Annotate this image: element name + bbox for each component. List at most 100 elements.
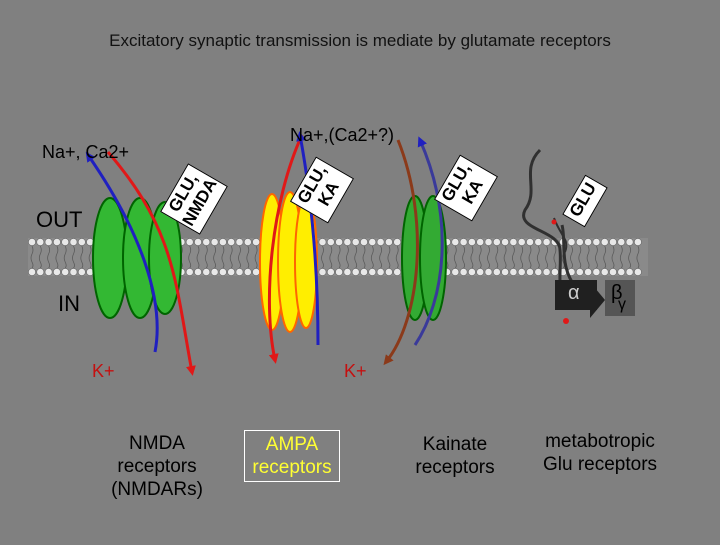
lipid-tail [512,245,515,269]
k-ion-right: K+ [344,361,367,381]
lipid-head [202,268,211,276]
lipid-tail [72,245,75,269]
lipid-head [326,268,335,276]
lipid-tail [30,245,34,269]
in-label: IN [58,291,80,316]
lipid-head [235,238,244,246]
lipid-head [575,268,584,276]
lipid-head [368,268,377,276]
lipid-head [252,238,260,246]
lipid-tail [636,245,640,269]
lipid-tail [196,245,200,269]
lipid-head [335,268,343,276]
lipid-head [501,268,509,276]
lipid-tail [578,245,582,269]
lipid-tail [387,245,391,269]
lipid-tail [55,245,59,269]
kainate-label-line1: Kainate [422,434,488,455]
lipid-head [517,268,526,276]
g-alpha-label: α [568,282,580,304]
lipid-head [451,268,460,276]
lipid-tail [213,245,216,269]
lipid-head [467,268,476,276]
lipid-tail [362,245,366,269]
lipid-head [185,268,194,276]
lipid-head [61,238,70,246]
lipid-tail [495,245,499,269]
lipid-tail [520,245,524,269]
lipid-head [360,238,368,246]
lipid-head [376,268,385,276]
lipid-tail [329,245,333,269]
lipid-head [600,238,609,246]
lipid-head [351,268,360,276]
k-ion-left: K+ [92,361,115,381]
lipid-head [517,238,526,246]
ampa-label-line2: receptors [252,457,332,478]
lipid-head [393,268,402,276]
lipid-head [584,268,592,276]
lipid-head [484,238,493,246]
ampa-ion-label: Na+,(Ca2+?) [290,125,395,145]
lipid-tail [370,245,374,269]
lipid-head [44,268,53,276]
ampa-receptor-label: AMPA receptors [244,430,340,482]
lipid-head [609,268,617,276]
lipid-head [501,238,509,246]
g-beta-label: β [611,282,623,304]
metabotropic-label-line1: metabotropic [545,431,655,452]
lipid-tail [354,245,358,269]
lipid-head [634,238,642,246]
lipid-head [44,238,53,246]
lipid-head [617,238,626,246]
lipid-head [218,238,227,246]
lipid-head [351,238,360,246]
lipid-head [617,268,626,276]
lipid-tail [487,245,490,269]
lipid-head [53,238,61,246]
lipid-tail [88,245,92,269]
lipid-tail [346,245,349,269]
lipid-head [509,238,518,246]
lipid-head [210,268,219,276]
lipid-tail [603,245,607,269]
lipid-head [318,268,327,276]
lipid-head [567,238,576,246]
lipid-head [368,238,377,246]
kainate-receptor-label: Kainate receptors [400,433,510,479]
lipid-head [592,268,601,276]
lipid-head [542,268,551,276]
lipid-head [451,238,460,246]
lipid-head [575,238,584,246]
lipid-head [77,238,86,246]
lipid-head [384,268,393,276]
nmda-receptor [85,151,196,376]
lipid-head [534,268,543,276]
lipid-head [227,238,236,246]
lipid-tail [528,245,532,269]
lipid-tail [536,245,540,269]
slide-title: Excitatory synaptic transmission is medi… [109,31,611,50]
lipid-tail [188,245,192,269]
lipid-head [467,238,476,246]
lipid-head [77,268,86,276]
nmda-label-line2: receptors [117,456,197,477]
lipid-head [526,238,534,246]
nmda-receptor-label: NMDA receptors (NMDARs) [82,432,232,501]
lipid-head [634,268,642,276]
lipid-tail [337,245,341,269]
lipid-tail [628,245,631,269]
lipid-tail [595,245,598,269]
lipid-head [376,238,385,246]
lipid-tail [453,245,457,269]
lipid-tail [221,245,225,269]
lipid-head [36,238,45,246]
ampa-receptor [259,131,320,364]
lipid-tail [254,245,258,269]
lipid-tail [38,245,42,269]
metabotropic-receptor [522,148,635,324]
lipid-head [243,238,252,246]
ampa-label-line1: AMPA [265,434,319,455]
